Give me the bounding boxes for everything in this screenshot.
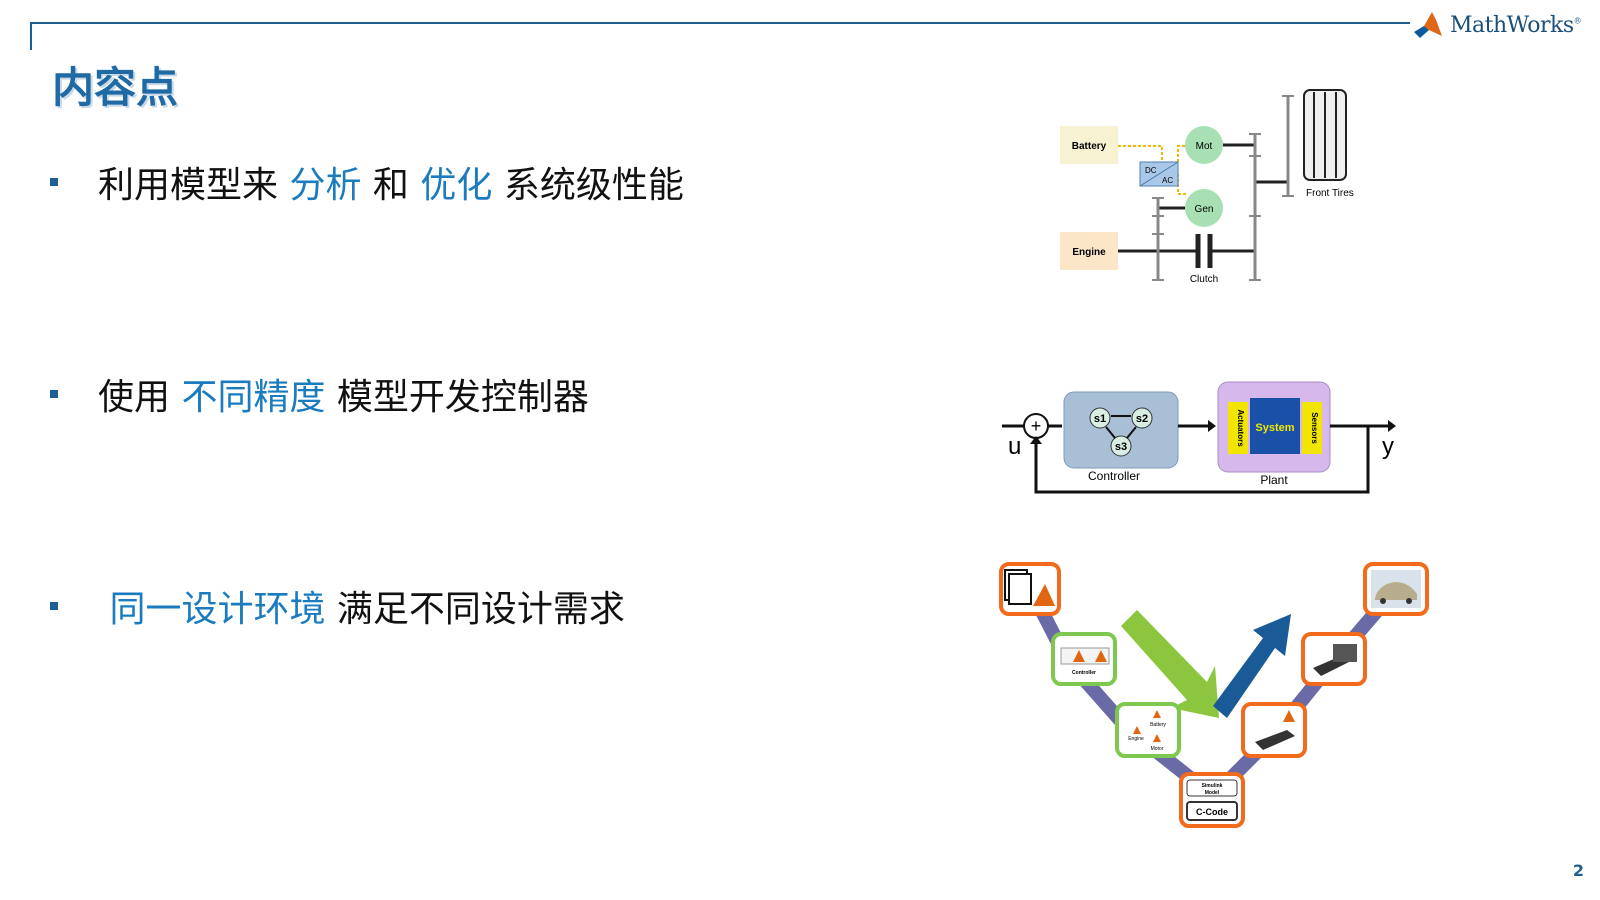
actuators-label: Actuators xyxy=(1236,409,1245,447)
state-s2 xyxy=(1131,407,1153,429)
plus-sign: + xyxy=(1031,416,1042,436)
car-icon xyxy=(1375,582,1417,600)
bullet-marker xyxy=(50,178,58,186)
bullet-highlight: 分析 xyxy=(289,165,362,206)
control-loop-diagram: u + s1 s2 s3 Controller Actuators System… xyxy=(1002,381,1396,494)
engine-label: Engine xyxy=(1072,247,1106,258)
matlab-icon xyxy=(1153,734,1161,742)
bullet-text: 同一设计环境 满足不同设计需求 xyxy=(98,580,625,632)
matlab-icon xyxy=(1153,710,1161,718)
bullet-plain: 系统级性能 xyxy=(492,165,684,206)
controller-label: Controller xyxy=(1088,469,1140,483)
bullet-controller: 使用 不同精度 模型开发控制器 xyxy=(50,368,589,420)
slide-title: 内容点 xyxy=(52,63,179,112)
input-u-label: u xyxy=(1008,433,1021,460)
drive-shafts xyxy=(1118,143,1288,253)
logo-registered-mark: ® xyxy=(1573,16,1582,26)
motor-circle xyxy=(1185,126,1223,164)
bullet-text: 使用 不同精度 模型开发控制器 xyxy=(98,368,589,420)
simulink-label-2: Model xyxy=(1205,790,1220,796)
v-step-vehicle xyxy=(1363,562,1429,616)
membrane-icon xyxy=(1414,12,1442,38)
logo-text: MathWorks xyxy=(1450,12,1574,38)
matlab-icon xyxy=(1073,650,1085,662)
ecu-board-icon xyxy=(1255,730,1295,750)
bullet-environment: 同一设计环境 满足不同设计需求 xyxy=(50,580,625,632)
v-step-code-generation: Simulink Model C-Code xyxy=(1179,772,1245,828)
v-step-requirements xyxy=(999,562,1061,616)
system-block xyxy=(1250,398,1300,454)
hardware-rack-icon xyxy=(1333,644,1357,662)
v-step-component-test xyxy=(1241,702,1307,758)
mathworks-logo: MathWorks® xyxy=(1412,10,1582,40)
bullet-marker xyxy=(50,602,58,610)
ac-label: AC xyxy=(1162,176,1173,185)
matlab-icon xyxy=(1283,710,1295,722)
controller-block xyxy=(1063,391,1179,469)
bullet-plain xyxy=(98,589,109,630)
generator-label: Gen xyxy=(1195,204,1214,215)
bullet-plain: 模型开发控制器 xyxy=(325,377,589,418)
ccode-label: C-Code xyxy=(1196,807,1228,817)
s2-label: s2 xyxy=(1136,413,1148,425)
gear-shafts xyxy=(1156,96,1290,280)
arrow-head xyxy=(1388,420,1396,432)
arrow-head xyxy=(1030,436,1042,444)
bullet-plain: 和 xyxy=(361,165,421,206)
gear-ticks xyxy=(1152,95,1294,281)
front-tires-label: Front Tires xyxy=(1306,188,1354,199)
battery-model-label: Battery xyxy=(1150,722,1166,728)
s1-label: s1 xyxy=(1094,413,1106,425)
v-step-hil-test xyxy=(1301,632,1367,686)
controller-model-label: Controller xyxy=(1072,670,1096,676)
bullet-highlight: 优化 xyxy=(420,165,493,206)
powertrain-diagram: Battery Engine DC AC Mot Gen Clutch Fron… xyxy=(1060,89,1354,285)
tire-treads xyxy=(1313,92,1337,178)
converter-diagonal xyxy=(1139,161,1179,187)
battery-block xyxy=(1060,126,1118,164)
bullet-marker xyxy=(50,390,58,398)
bullet-plain: 利用模型来 xyxy=(98,165,290,206)
up-arrow xyxy=(1213,614,1291,718)
v-diagram: Controller Battery Engine Motor Simulink… xyxy=(999,562,1429,828)
generator-circle xyxy=(1185,189,1223,227)
bullet-highlight: 同一设计环境 xyxy=(109,589,326,630)
output-y-label: y xyxy=(1382,433,1394,460)
engine-model-label: Engine xyxy=(1128,736,1144,742)
motor-model-label: Motor xyxy=(1151,746,1164,752)
matlab-icon xyxy=(1033,584,1055,606)
arrow-head xyxy=(1208,420,1216,432)
actuators-block xyxy=(1228,402,1248,454)
matlab-icon xyxy=(1095,650,1107,662)
matlab-icon xyxy=(1133,726,1141,734)
page-number: 2 xyxy=(1572,861,1584,880)
header-rule xyxy=(30,22,1410,24)
down-arrow xyxy=(1121,610,1219,718)
bullet-plain: 使用 xyxy=(98,377,182,418)
bullet-highlight: 不同精度 xyxy=(181,377,326,418)
system-label: System xyxy=(1255,422,1294,434)
state-s1 xyxy=(1089,407,1111,429)
v-step-controller-model: Controller xyxy=(1051,632,1117,686)
plant-label: Plant xyxy=(1260,473,1288,487)
bullet-text: 利用模型来 分析 和 优化 系统级性能 xyxy=(98,156,684,208)
bullet-plain: 满足不同设计需求 xyxy=(325,589,625,630)
battery-label: Battery xyxy=(1072,141,1107,152)
simulink-label-1: Simulink xyxy=(1202,783,1223,789)
sensors-label: Sensors xyxy=(1310,412,1319,444)
state-transitions xyxy=(1105,415,1137,439)
motor-label: Mot xyxy=(1196,141,1213,152)
feedback-path xyxy=(1034,426,1370,494)
engine-block xyxy=(1060,232,1118,270)
state-s3 xyxy=(1110,435,1132,457)
v-step-plant-model: Battery Engine Motor xyxy=(1115,702,1181,758)
bullet-analysis: 利用模型来 分析 和 优化 系统级性能 xyxy=(50,156,684,208)
clutch-label: Clutch xyxy=(1190,274,1218,285)
header-rule-corner xyxy=(30,22,32,50)
sensors-block xyxy=(1302,402,1322,454)
s3-label: s3 xyxy=(1115,441,1127,453)
dc-label: DC xyxy=(1145,166,1157,175)
